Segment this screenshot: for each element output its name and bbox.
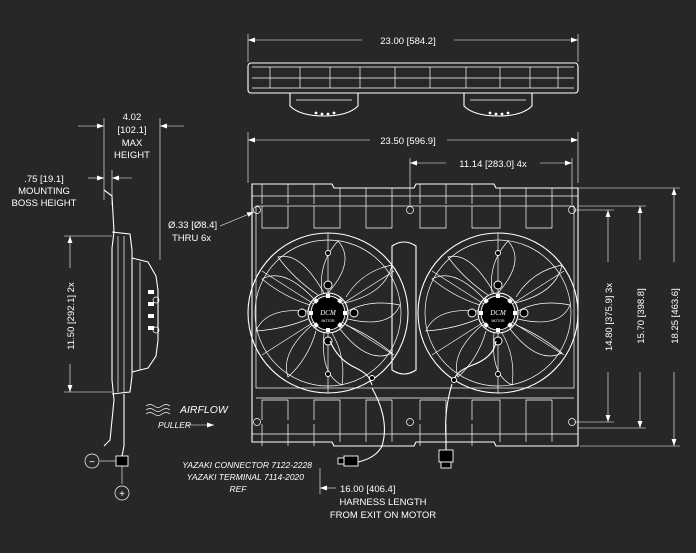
fan-spacing-dimension: 11.14 [283.0] 4x xyxy=(459,159,527,170)
hole-diameter-callout: Ø.33 [Ø8.4] xyxy=(168,220,217,231)
positive-terminal-icon: + xyxy=(114,485,130,501)
mounting-boss-icons xyxy=(297,250,359,377)
hole-height-dimension: 14.80 [375.9] 3x xyxy=(604,283,615,351)
connector-note: YAZAKI CONNECTOR 7122-2228 xyxy=(182,460,312,470)
max-height-value: 4.02 xyxy=(123,112,142,123)
hole-count-callout: THRU 6x xyxy=(172,233,211,244)
svg-text:+: + xyxy=(119,489,125,500)
boss-height-label: MOUNTING xyxy=(18,186,70,197)
max-height-metric: [102.1] xyxy=(117,125,146,136)
wiring-harness xyxy=(329,340,497,469)
boss-height-value: .75 [19.1] xyxy=(24,174,64,185)
top-view: 23.00 [584.2] xyxy=(247,34,579,117)
right-fan: DCM MOTOR xyxy=(417,232,579,394)
svg-text:−: − xyxy=(89,457,95,468)
harness-length-label: HARNESS LENGTH xyxy=(339,497,426,508)
dcm-logo-right-sub: MOTOR xyxy=(492,319,505,323)
front-view: 23.50 [596.9] 11.14 [283.0] 4x xyxy=(168,132,681,521)
side-view: 4.02 [102.1] MAX HEIGHT .75 [19.1] MOUNT… xyxy=(12,112,229,501)
puller-label: PULLER xyxy=(158,420,191,430)
shroud-height-dimension: 15.70 [398.8] xyxy=(636,288,647,343)
airflow-wave-icon xyxy=(145,404,171,416)
mounting-hole-icons xyxy=(253,206,576,426)
overall-height-dimension: 18.25 [463.6] xyxy=(670,288,681,343)
max-height-label: MAX xyxy=(122,138,143,149)
top-width-dimension: 23.00 [584.2] xyxy=(380,36,435,47)
dcm-logo-left: DCM xyxy=(319,309,337,317)
left-fan: DCM MOTOR xyxy=(247,232,409,394)
ref-note: REF xyxy=(230,484,248,494)
negative-terminal-icon: − xyxy=(84,453,100,469)
front-width-dimension: 23.50 [596.9] xyxy=(380,136,435,147)
harness-exit-label: FROM EXIT ON MOTOR xyxy=(330,510,436,521)
boss-height-label2: BOSS HEIGHT xyxy=(12,198,77,209)
dcm-logo-right: DCM xyxy=(489,309,507,317)
airflow-label: AIRFLOW xyxy=(179,404,229,416)
mounting-boss-icons-right xyxy=(467,250,529,377)
dcm-logo-left-sub: MOTOR xyxy=(322,319,335,323)
side-height-dimension: 11.50 [292.1] 2x xyxy=(66,282,77,350)
max-height-label2: HEIGHT xyxy=(114,150,150,161)
terminal-note: YAZAKI TERMINAL 7114-2020 xyxy=(187,472,305,482)
harness-length-dimension: 16.00 [406.4] xyxy=(340,484,395,495)
